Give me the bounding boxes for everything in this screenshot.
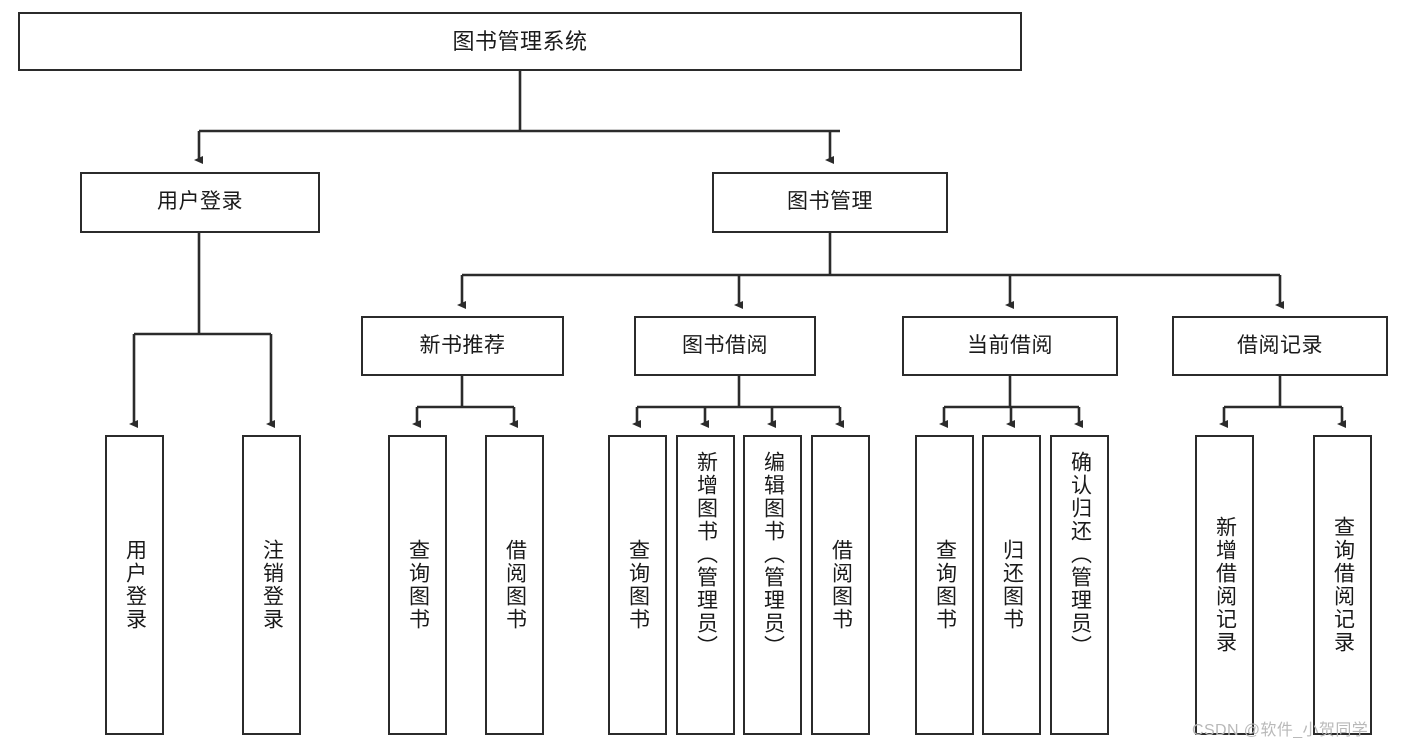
node-label: 注销登录	[260, 539, 284, 631]
node-label: 借阅图书	[829, 539, 853, 631]
node-label: 借阅记录	[1237, 333, 1323, 357]
node-label: 借阅图书	[503, 539, 527, 631]
node-label: 归还图书	[1000, 539, 1024, 631]
leaf-record-query-record[interactable]: 查询借阅记录	[1313, 435, 1372, 735]
node-label: 新增借阅记录	[1213, 516, 1237, 654]
node-label: 查询图书	[406, 539, 430, 631]
node-label: 查询图书	[626, 539, 650, 631]
node-label: 图书管理	[787, 190, 873, 214]
leaf-recommend-query-book[interactable]: 查询图书	[388, 435, 447, 735]
leaf-current-query-book[interactable]: 查询图书	[915, 435, 974, 735]
node-root-system[interactable]: 图书管理系统	[18, 12, 1022, 71]
node-current-borrow[interactable]: 当前借阅	[902, 316, 1118, 376]
leaf-user-login-logout[interactable]: 注销登录	[242, 435, 301, 735]
node-label: 图书管理系统	[452, 28, 588, 54]
leaf-current-confirm-return-admin[interactable]: 确认归还（管理员）	[1050, 435, 1109, 735]
leaf-borrow-borrow-book[interactable]: 借阅图书	[811, 435, 870, 735]
leaf-user-login-login[interactable]: 用户登录	[105, 435, 164, 735]
leaf-borrow-add-book-admin[interactable]: 新增图书（管理员）	[676, 435, 735, 735]
node-label: 当前借阅	[967, 333, 1053, 357]
node-label: 查询图书	[933, 539, 957, 631]
leaf-current-return-book[interactable]: 归还图书	[982, 435, 1041, 735]
leaf-record-add-record[interactable]: 新增借阅记录	[1195, 435, 1254, 735]
leaf-recommend-borrow-book[interactable]: 借阅图书	[485, 435, 544, 735]
node-new-book-recommend[interactable]: 新书推荐	[361, 316, 564, 376]
node-borrow-record[interactable]: 借阅记录	[1172, 316, 1388, 376]
node-user-login[interactable]: 用户登录	[80, 172, 320, 233]
node-label: 编辑图书（管理员）	[761, 451, 785, 658]
node-book-borrow[interactable]: 图书借阅	[634, 316, 816, 376]
node-label: 图书借阅	[682, 333, 768, 357]
watermark-text: CSDN @软件_小贺同学	[1192, 722, 1369, 739]
leaf-borrow-edit-book-admin[interactable]: 编辑图书（管理员）	[743, 435, 802, 735]
node-label: 新增图书（管理员）	[694, 451, 718, 658]
leaf-borrow-query-book[interactable]: 查询图书	[608, 435, 667, 735]
node-label: 用户登录	[157, 190, 243, 214]
node-book-management[interactable]: 图书管理	[712, 172, 948, 233]
node-label: 用户登录	[123, 539, 147, 631]
node-label: 确认归还（管理员）	[1068, 451, 1092, 658]
node-label: 查询借阅记录	[1331, 516, 1355, 654]
node-label: 新书推荐	[419, 333, 506, 357]
